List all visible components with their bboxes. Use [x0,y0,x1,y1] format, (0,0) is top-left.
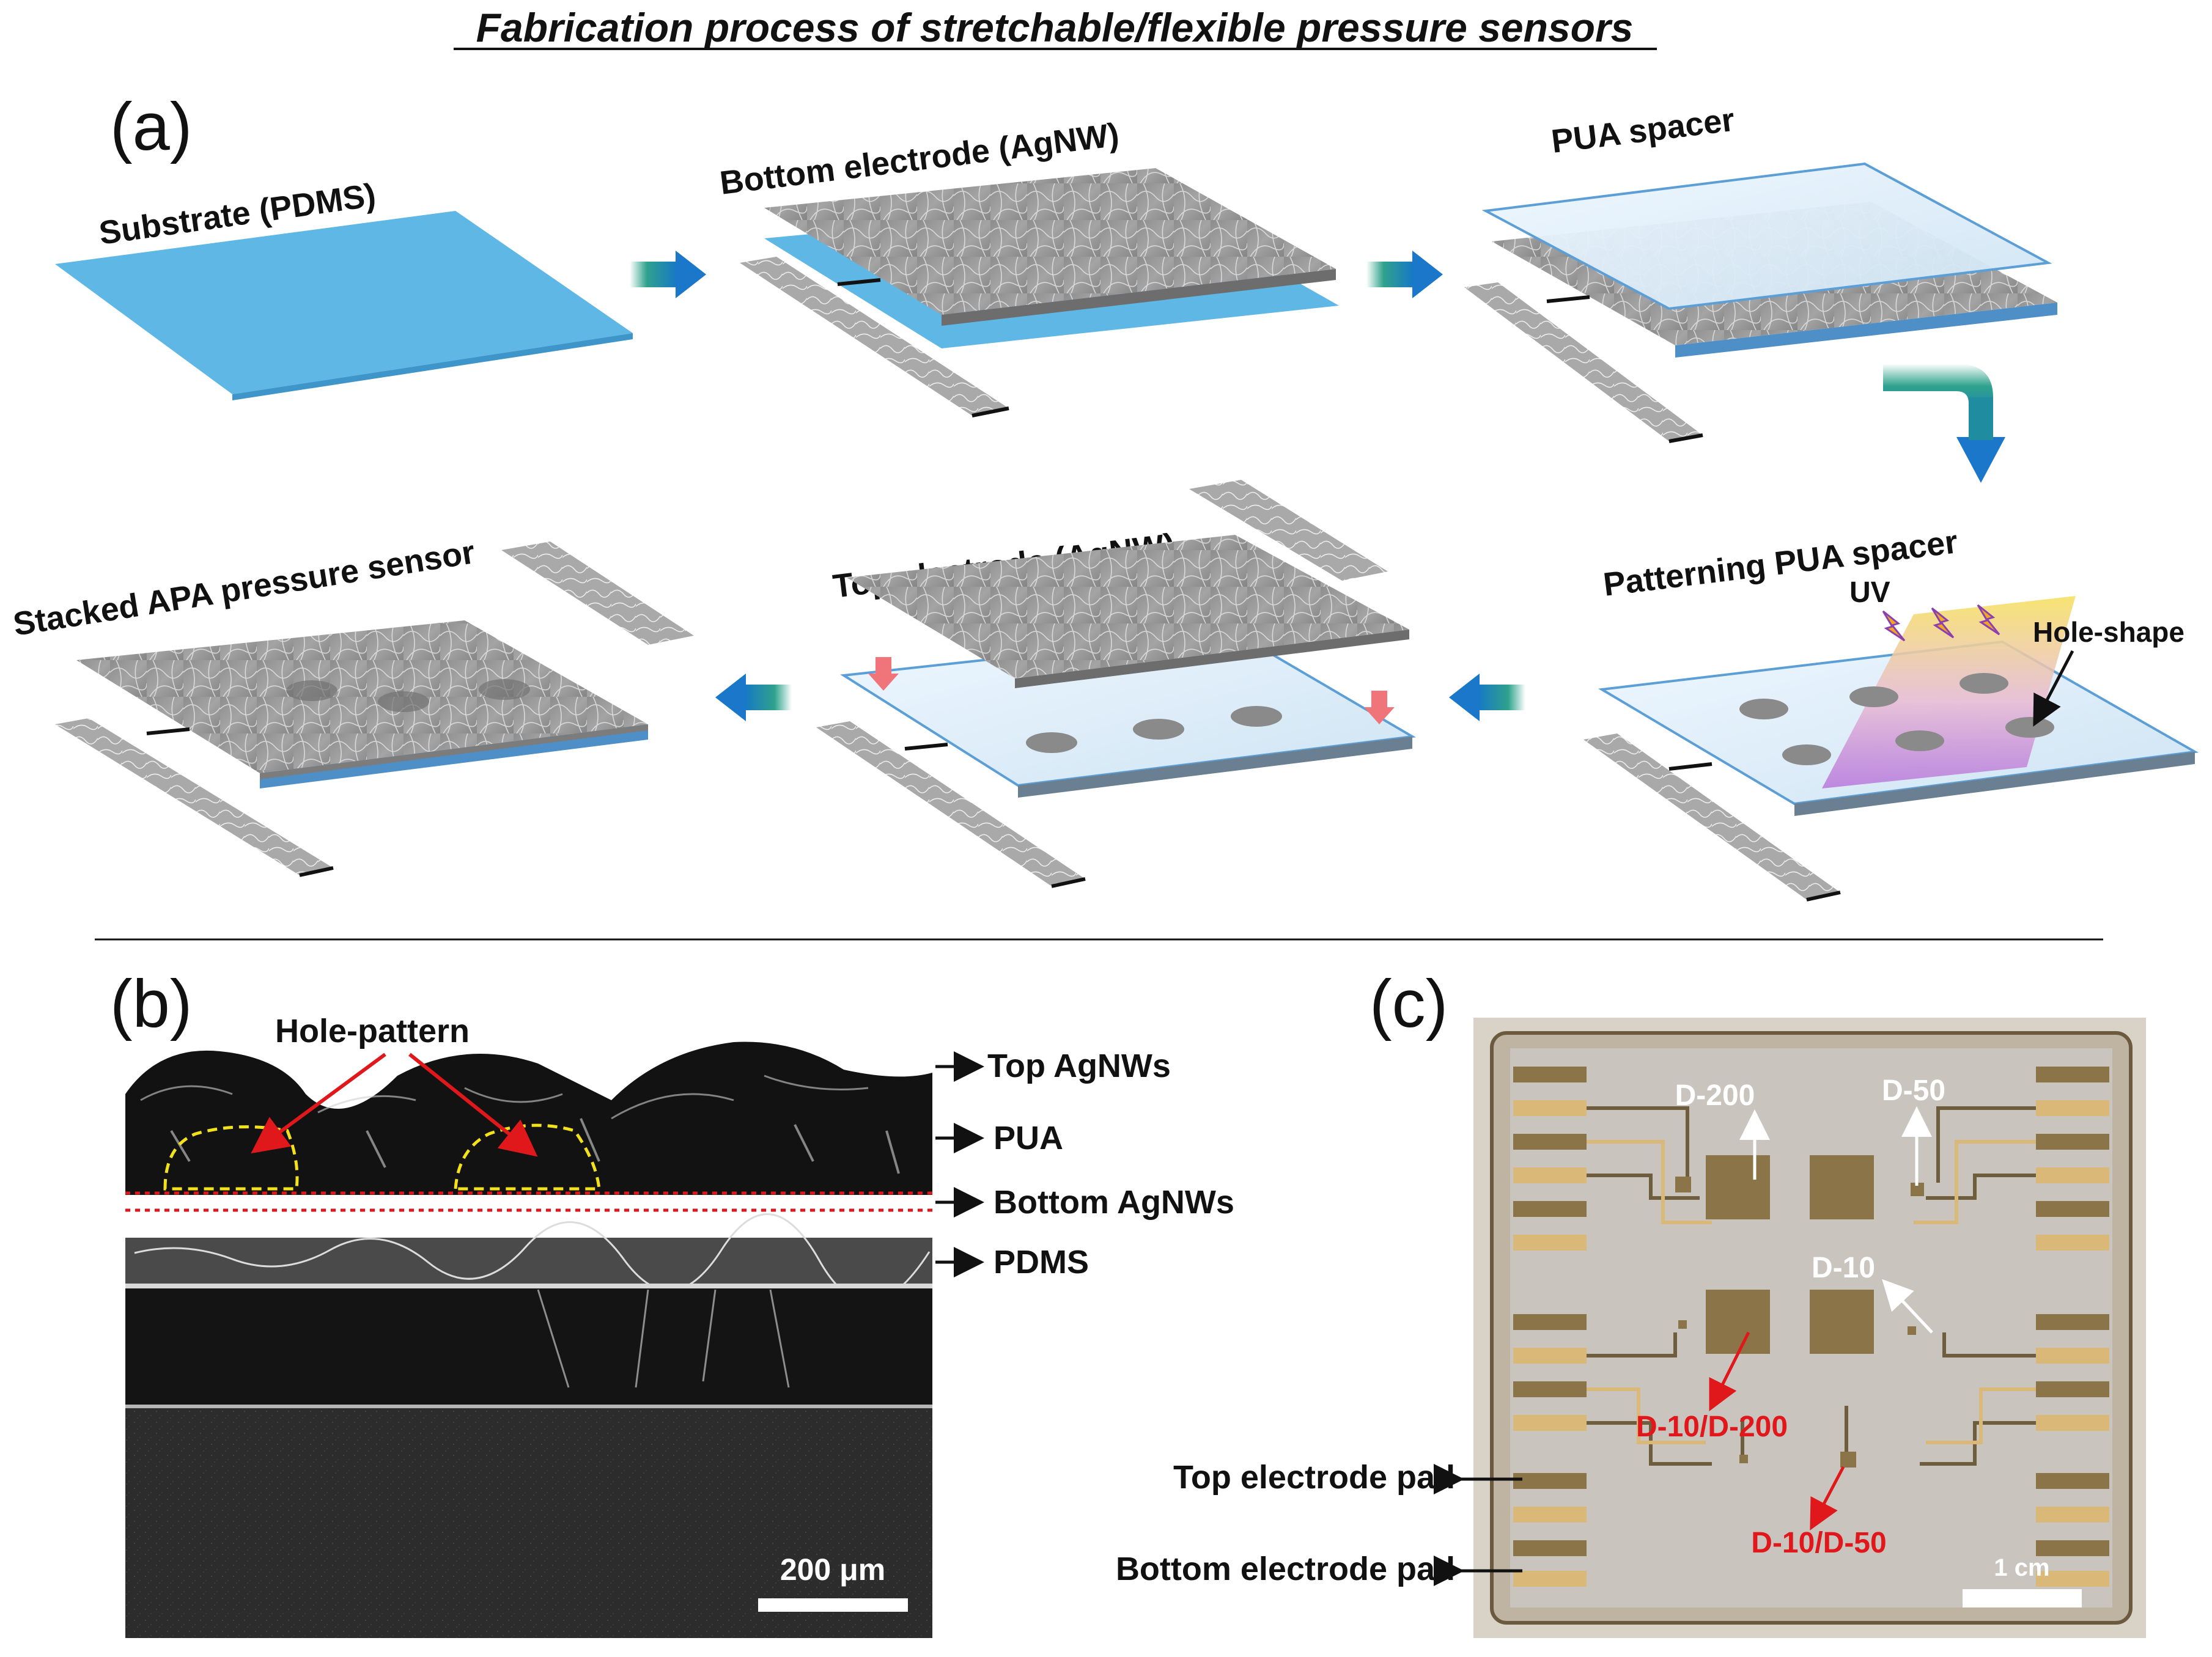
electrode-traces [1587,1106,2036,1466]
device-d200 [1706,1155,1770,1219]
photo-scale-label: 1 cm [1994,1554,2049,1581]
label-d10-d50: D-10/D-50 [1751,1527,1886,1559]
hole-shape-label: Hole-shape [2033,616,2184,648]
electrode-traces-gold [1587,1140,2036,1444]
device-d50 [1810,1155,1874,1219]
sem-top-layer [125,1042,932,1195]
layer-label-pua: PUA [994,1120,1063,1156]
process-arrow-curve [1883,364,2005,483]
hole-pattern-pointer-right [408,1053,538,1157]
right-pads [2036,1067,2109,1587]
stacked-top-tab [501,542,694,645]
lightning-icon [1882,604,2000,642]
uv-label: UV [1849,576,1890,609]
patterning-electrode-strip [1583,733,1840,900]
step-stacked-sensor: Stacked APA pressure sensor [10,534,694,877]
figure-title: Fabrication process of stretchable/flexi… [476,5,1634,50]
sem-scale-bar [758,1598,908,1612]
layer-label-top-agnws: Top AgNWs [987,1048,1171,1084]
device-photo: 1 cm [1473,1018,2146,1638]
layer-label-bottom-agnws: Bottom AgNWs [994,1184,1234,1221]
top-step-bottom-strip [816,721,1085,886]
bottom-electrode-sheet [764,168,1336,315]
stacked-sheet [76,620,648,773]
pua-spacer-label: PUA spacer [1549,101,1736,160]
process-arrow-1 [630,251,706,298]
hole-shape-pointer [2033,650,2074,727]
step-top-electrode: Top electrode (AgNW) [816,480,1417,888]
process-arrow-4 [1449,674,1525,721]
photo-scale-bar [1963,1589,2082,1607]
device-d10-d200 [1706,1290,1770,1354]
layer-label-pdms: PDMS [994,1244,1089,1280]
pdms-substrate-sheet [55,211,633,394]
patterning-label: Patterning PUA spacer [1601,523,1959,603]
panel-a-label: (a) [110,89,192,164]
pua-spacer-sheet [1486,164,2048,309]
sem-scale-label: 200 μm [780,1552,885,1587]
step-patterning: Patterning PUA spacer UV Hole-shape [1583,523,2199,902]
press-down-arrow-right [1364,691,1395,724]
process-arrow-5 [715,674,792,721]
step-substrate: Substrate (PDMS) [55,177,633,400]
label-d50: D-50 [1882,1075,1945,1107]
bottom-electrode-pad-label: Bottom electrode pad [1116,1551,1455,1587]
hole-outline-left [163,1125,299,1191]
process-arrow-2 [1366,251,1443,298]
hole-pattern-pointer-left [251,1053,386,1154]
stacked-bottom-strip [55,718,333,875]
sem-pdms-band [125,1238,932,1290]
pua-electrode-strip [1464,282,1703,441]
panel-c-label: (c) [1370,966,1448,1042]
bottom-electrode-strip [740,257,1009,416]
top-electrode-pad-label: Top electrode pad [1173,1459,1455,1496]
step-pua-spacer: PUA spacer [1464,101,2057,443]
sem-layer-labels: Top AgNWs PUA Bottom AgNWs PDMS [935,1048,1234,1280]
label-d10: D-10 [1812,1252,1875,1284]
top-electrode-tab [1189,480,1388,581]
top-electrode-sheet [847,535,1409,678]
device-d10 [1810,1290,1874,1354]
hole-pattern-holes [1739,673,2054,765]
uv-light-beam [1822,596,2076,788]
pdms-substrate-edge [232,333,633,400]
label-d200: D-200 [1675,1079,1755,1112]
press-down-arrow-left [868,657,899,691]
label-d10-d200: D-10/D-200 [1636,1411,1788,1443]
left-pads [1513,1067,1587,1587]
step-bottom-electrode: Bottom electrode (AgNW) [718,116,1339,417]
hole-pattern-label: Hole-pattern [275,1013,470,1049]
sem-cross-section-image: 200 μm [125,1042,932,1638]
panel-b-label: (b) [110,966,192,1042]
sem-substrate [125,1288,932,1406]
